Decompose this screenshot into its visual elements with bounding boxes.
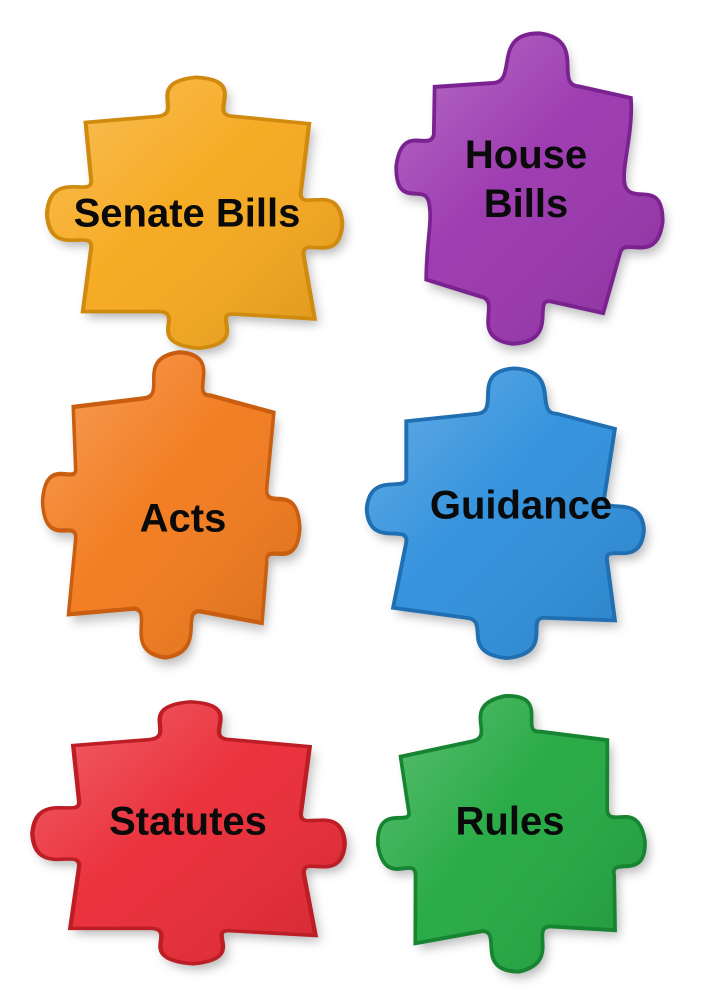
house-bills-label: House Bills bbox=[465, 131, 587, 229]
acts-label: Acts bbox=[139, 496, 227, 541]
senate-bills-label: Senate Bills bbox=[73, 191, 301, 236]
guidance-label: Guidance bbox=[429, 483, 613, 528]
house-bills-label-line-1: House bbox=[464, 133, 588, 178]
statutes-label: Statutes bbox=[109, 799, 267, 844]
house-bills-label-line-2: Bills bbox=[483, 182, 569, 226]
rules-label: Rules bbox=[455, 799, 565, 844]
